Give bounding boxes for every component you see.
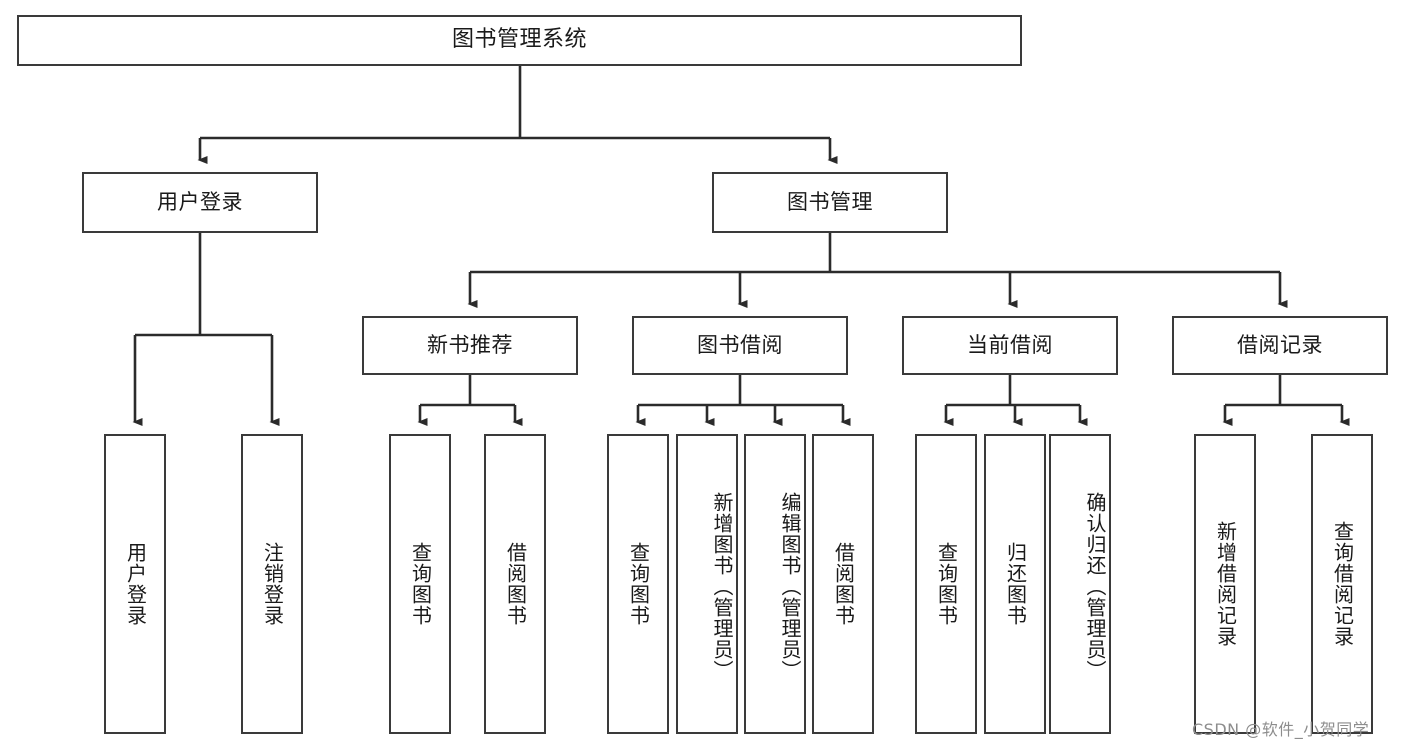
node-book-management[interactable]: 图书管理 — [712, 172, 948, 233]
node-leaf-borrow-book[interactable]: 借阅图书 — [812, 434, 874, 734]
node-leaf-return-book[interactable]: 归还图书 — [984, 434, 1046, 734]
node-leaf-confirm-return-admin[interactable]: 确认归还（管理员） — [1049, 434, 1111, 734]
node-leaf-edit-book-admin[interactable]: 编辑图书（管理员） — [744, 434, 806, 734]
node-leaf-query-book-current[interactable]: 查询图书 — [915, 434, 977, 734]
node-leaf-add-borrow-record[interactable]: 新增借阅记录 — [1194, 434, 1256, 734]
node-leaf-logout[interactable]: 注销登录 — [241, 434, 303, 734]
node-leaf-add-book-admin[interactable]: 新增图书（管理员） — [676, 434, 738, 734]
node-book-borrow[interactable]: 图书借阅 — [632, 316, 848, 375]
node-leaf-query-book[interactable]: 查询图书 — [607, 434, 669, 734]
node-leaf-user-login[interactable]: 用户登录 — [104, 434, 166, 734]
node-leaf-query-book-new[interactable]: 查询图书 — [389, 434, 451, 734]
node-leaf-query-borrow-record[interactable]: 查询借阅记录 — [1311, 434, 1373, 734]
node-root-system[interactable]: 图书管理系统 — [17, 15, 1022, 66]
node-user-login[interactable]: 用户登录 — [82, 172, 318, 233]
node-new-book-recommend[interactable]: 新书推荐 — [362, 316, 578, 375]
node-borrow-record[interactable]: 借阅记录 — [1172, 316, 1388, 375]
csdn-watermark: CSDN @软件_小贺同学 — [1192, 720, 1370, 739]
node-leaf-borrow-book-new[interactable]: 借阅图书 — [484, 434, 546, 734]
node-current-borrow[interactable]: 当前借阅 — [902, 316, 1118, 375]
